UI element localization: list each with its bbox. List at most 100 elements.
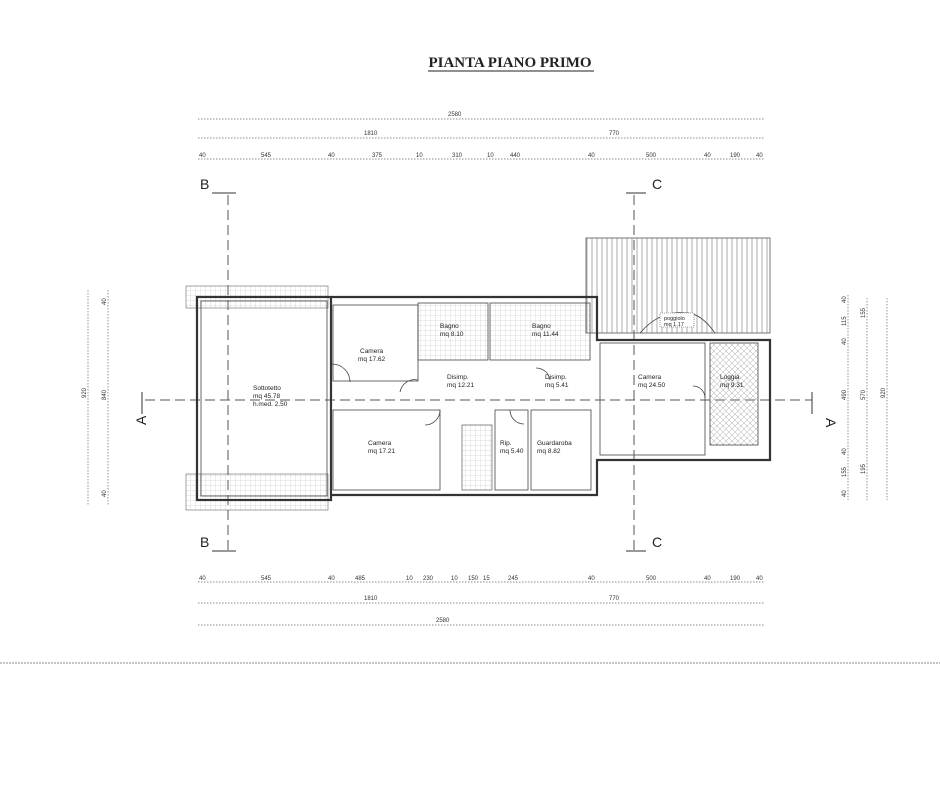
- room-area: mq 5.40: [500, 448, 524, 455]
- dim-right-segment: 40: [842, 338, 848, 345]
- left-dimensions: 40 840 40 920: [82, 290, 109, 505]
- section-line-c: C C: [626, 176, 662, 555]
- room-name: Rip.: [500, 440, 512, 447]
- dim-top-segment: 40: [704, 153, 711, 159]
- bottom-dimensions: 1810 770 2580 40 545 40 485 10 230 10 150 15 245 4…: [198, 576, 765, 626]
- dim-right-sub: 195: [861, 463, 867, 474]
- room-poggiolo: poggiolo mq 1.17: [664, 316, 685, 328]
- dim-right-segment: 40: [842, 296, 848, 303]
- dim-left-segment: 40: [102, 298, 108, 305]
- room-disimpegno-1: Disimp. mq 12.21: [447, 374, 474, 389]
- room-bagno-1: Bagno mq 8.10: [440, 323, 464, 338]
- room-disimpegno-2: Disimp. mq 5.41: [545, 374, 569, 389]
- dim-left-segment: 40: [102, 490, 108, 497]
- dim-bottom-segment: 150: [468, 576, 479, 582]
- room-name: Disimp.: [545, 374, 567, 381]
- dim-right-sub: 570: [861, 389, 867, 400]
- right-dimensions: 40 115 40 490 40 155 40 155 570 195 920: [842, 295, 888, 500]
- dim-bottom-segment: 15: [483, 576, 490, 582]
- dim-bottom-segment: 545: [261, 576, 272, 582]
- dim-top-segment: 40: [756, 153, 763, 159]
- room-area: mq 5.41: [545, 382, 569, 389]
- dim-right-segment: 40: [842, 490, 848, 497]
- dim-bottom-segment: 10: [406, 576, 413, 582]
- room-sottotetto: Sottotetto mq 45.78 h.med. 2.50: [253, 385, 288, 408]
- room-name: Sottotetto: [253, 385, 281, 392]
- dim-bottom-segment: 40: [704, 576, 711, 582]
- dim-right-segment: 115: [842, 316, 848, 326]
- roof-overhang: [185, 473, 329, 511]
- room-name: Disimp.: [447, 374, 469, 381]
- dim-right-segment: 40: [842, 448, 848, 455]
- room-area: mq 17.62: [358, 356, 385, 363]
- dim-bottom-segment: 40: [756, 576, 763, 582]
- room-name: Bagno: [532, 323, 551, 330]
- dim-right-sub: 155: [861, 307, 867, 318]
- dim-bottom-segment: 245: [508, 576, 519, 582]
- room-name: Loggia: [720, 374, 740, 381]
- dim-top-total: 2580: [448, 112, 462, 118]
- dim-right-total: 920: [881, 387, 887, 398]
- section-label-a: A: [133, 415, 149, 425]
- room-height: h.med. 2.50: [253, 401, 288, 408]
- plan-title: PIANTA PIANO PRIMO: [428, 55, 591, 71]
- room-name: Camera: [360, 348, 384, 355]
- room-loggia: Loggia mq 9.31: [720, 374, 744, 389]
- section-label-b: B: [200, 534, 209, 550]
- room-guardaroba: Guardaroba mq 8.82: [537, 440, 572, 455]
- dim-top-segment: 40: [588, 153, 595, 159]
- dim-left-segment: 840: [102, 389, 108, 400]
- room-bagno-2: Bagno mq 11.44: [532, 323, 559, 338]
- dim-bottom-segment: 40: [328, 576, 335, 582]
- room-name: poggiolo: [664, 316, 685, 322]
- dim-right-segment: 490: [842, 389, 848, 400]
- room-area: mq 1.17: [664, 322, 684, 328]
- room-name: Bagno: [440, 323, 459, 330]
- dim-top-segment: 10: [416, 153, 423, 159]
- dim-bottom-segment: 500: [646, 576, 657, 582]
- room-name: Guardaroba: [537, 440, 572, 447]
- dim-left-total: 920: [82, 387, 88, 398]
- room-area: mq 45.78: [253, 393, 280, 400]
- room-area: mq 8.82: [537, 448, 561, 455]
- dim-top-segment: 190: [730, 153, 741, 159]
- section-label-c: C: [652, 534, 662, 550]
- dim-bottom-segment: 485: [355, 576, 366, 582]
- section-line-a: A A: [133, 392, 839, 428]
- dim-bottom-segment: 10: [451, 576, 458, 582]
- section-label-a: A: [823, 418, 839, 428]
- dim-top-segment: 10: [487, 153, 494, 159]
- dim-top-segment: 500: [646, 153, 657, 159]
- room-area: mq 24.50: [638, 382, 665, 389]
- dim-bottom-segment: 230: [423, 576, 434, 582]
- dim-bottom-total: 2580: [436, 618, 450, 624]
- dim-top-segment: 375: [372, 153, 383, 159]
- dim-bottom-sub: 1810: [364, 596, 378, 602]
- room-camera-1: Camera mq 17.62: [358, 348, 385, 363]
- dim-bottom-segment: 40: [199, 576, 206, 582]
- dim-right-segment: 155: [842, 466, 848, 477]
- dim-top-segment: 440: [510, 153, 521, 159]
- dim-top-segment: 40: [199, 153, 206, 159]
- top-dimensions: 2580 1810 770 40 545 40 375 10 310 10 440 40 500 4…: [198, 112, 765, 160]
- room-area: mq 17.21: [368, 448, 395, 455]
- dim-top-segment: 40: [328, 153, 335, 159]
- room-area: mq 8.10: [440, 331, 464, 338]
- section-label-b: B: [200, 176, 209, 192]
- room-area: mq 11.44: [532, 331, 559, 338]
- room-name: Camera: [368, 440, 392, 447]
- room-area: mq 12.21: [447, 382, 474, 389]
- building-walls: [195, 295, 772, 502]
- dim-bottom-sub: 770: [609, 596, 620, 602]
- room-ripostiglio: Rip. mq 5.40: [500, 440, 524, 455]
- dim-top-sub: 770: [609, 131, 620, 137]
- dim-top-segment: 310: [452, 153, 463, 159]
- room-name: Camera: [638, 374, 662, 381]
- section-label-c: C: [652, 176, 662, 192]
- dim-bottom-segment: 190: [730, 576, 741, 582]
- dim-top-sub: 1810: [364, 131, 378, 137]
- room-camera-3: Camera mq 24.50: [638, 374, 665, 389]
- dim-bottom-segment: 40: [588, 576, 595, 582]
- dim-top-segment: 545: [261, 153, 272, 159]
